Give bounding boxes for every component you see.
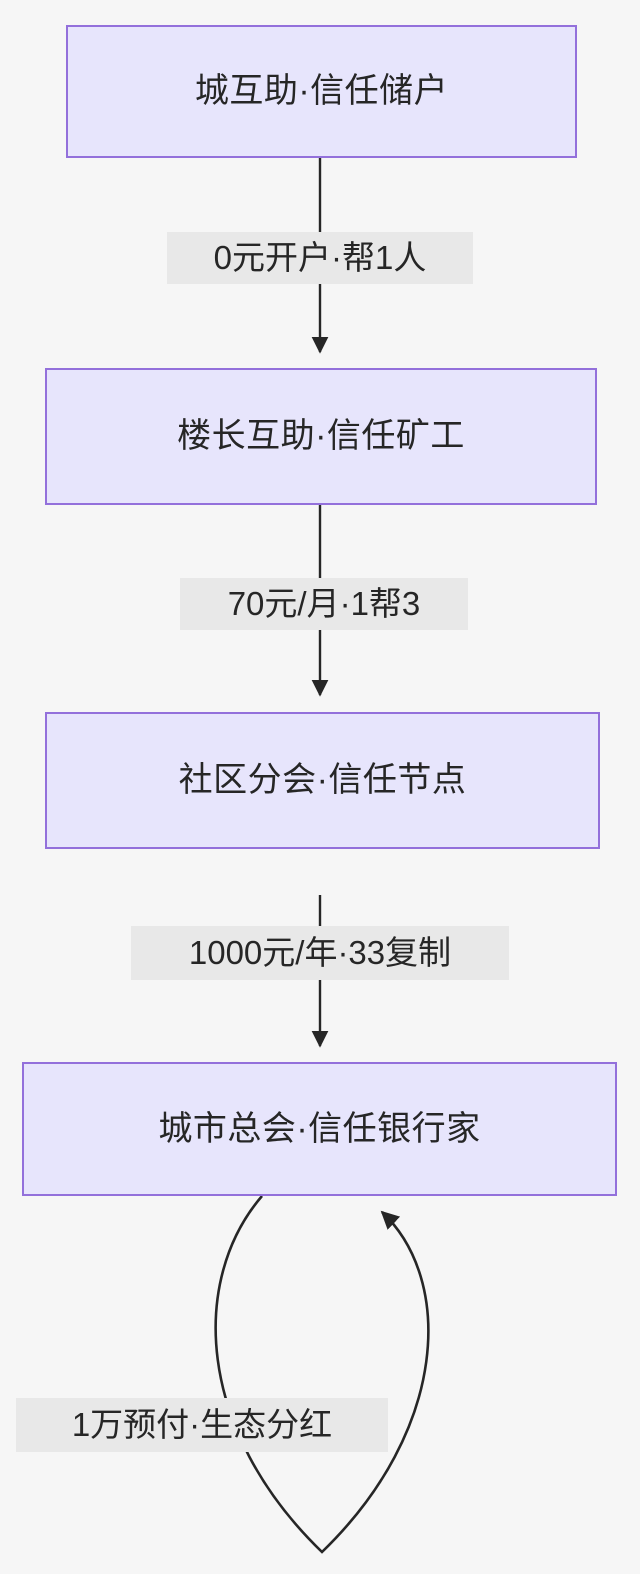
edge-n4-self-loop <box>214 1195 430 1554</box>
edge-label-n2-n3-text: 70元/月·1帮3 <box>227 585 421 623</box>
edge-label-n3-n4-text: 1000元/年·33复制 <box>188 934 452 972</box>
edge-label-n1-n2: 0元开户·帮1人 <box>167 232 473 284</box>
edge-label-n2-n3: 70元/月·1帮3 <box>180 578 468 630</box>
node-n3-label: 社区分会·信任节点 <box>178 761 467 800</box>
node-n1-label: 城互助·信任储户 <box>194 72 449 111</box>
edge-label-n4-self-text: 1万预付·生态分红 <box>71 1406 333 1444</box>
node-n2[interactable]: 楼长互助·信任矿工 <box>45 368 597 505</box>
edge-label-n3-n4: 1000元/年·33复制 <box>131 926 509 980</box>
edge-label-n4-self: 1万预付·生态分红 <box>16 1398 388 1452</box>
node-n2-label: 楼长互助·信任矿工 <box>177 417 465 456</box>
node-n3[interactable]: 社区分会·信任节点 <box>45 712 600 849</box>
node-n1[interactable]: 城互助·信任储户 <box>66 25 577 158</box>
edge-label-n1-n2-text: 0元开户·帮1人 <box>213 239 427 277</box>
node-n4[interactable]: 城市总会·信任银行家 <box>22 1062 617 1196</box>
node-n4-label: 城市总会·信任银行家 <box>158 1109 481 1148</box>
